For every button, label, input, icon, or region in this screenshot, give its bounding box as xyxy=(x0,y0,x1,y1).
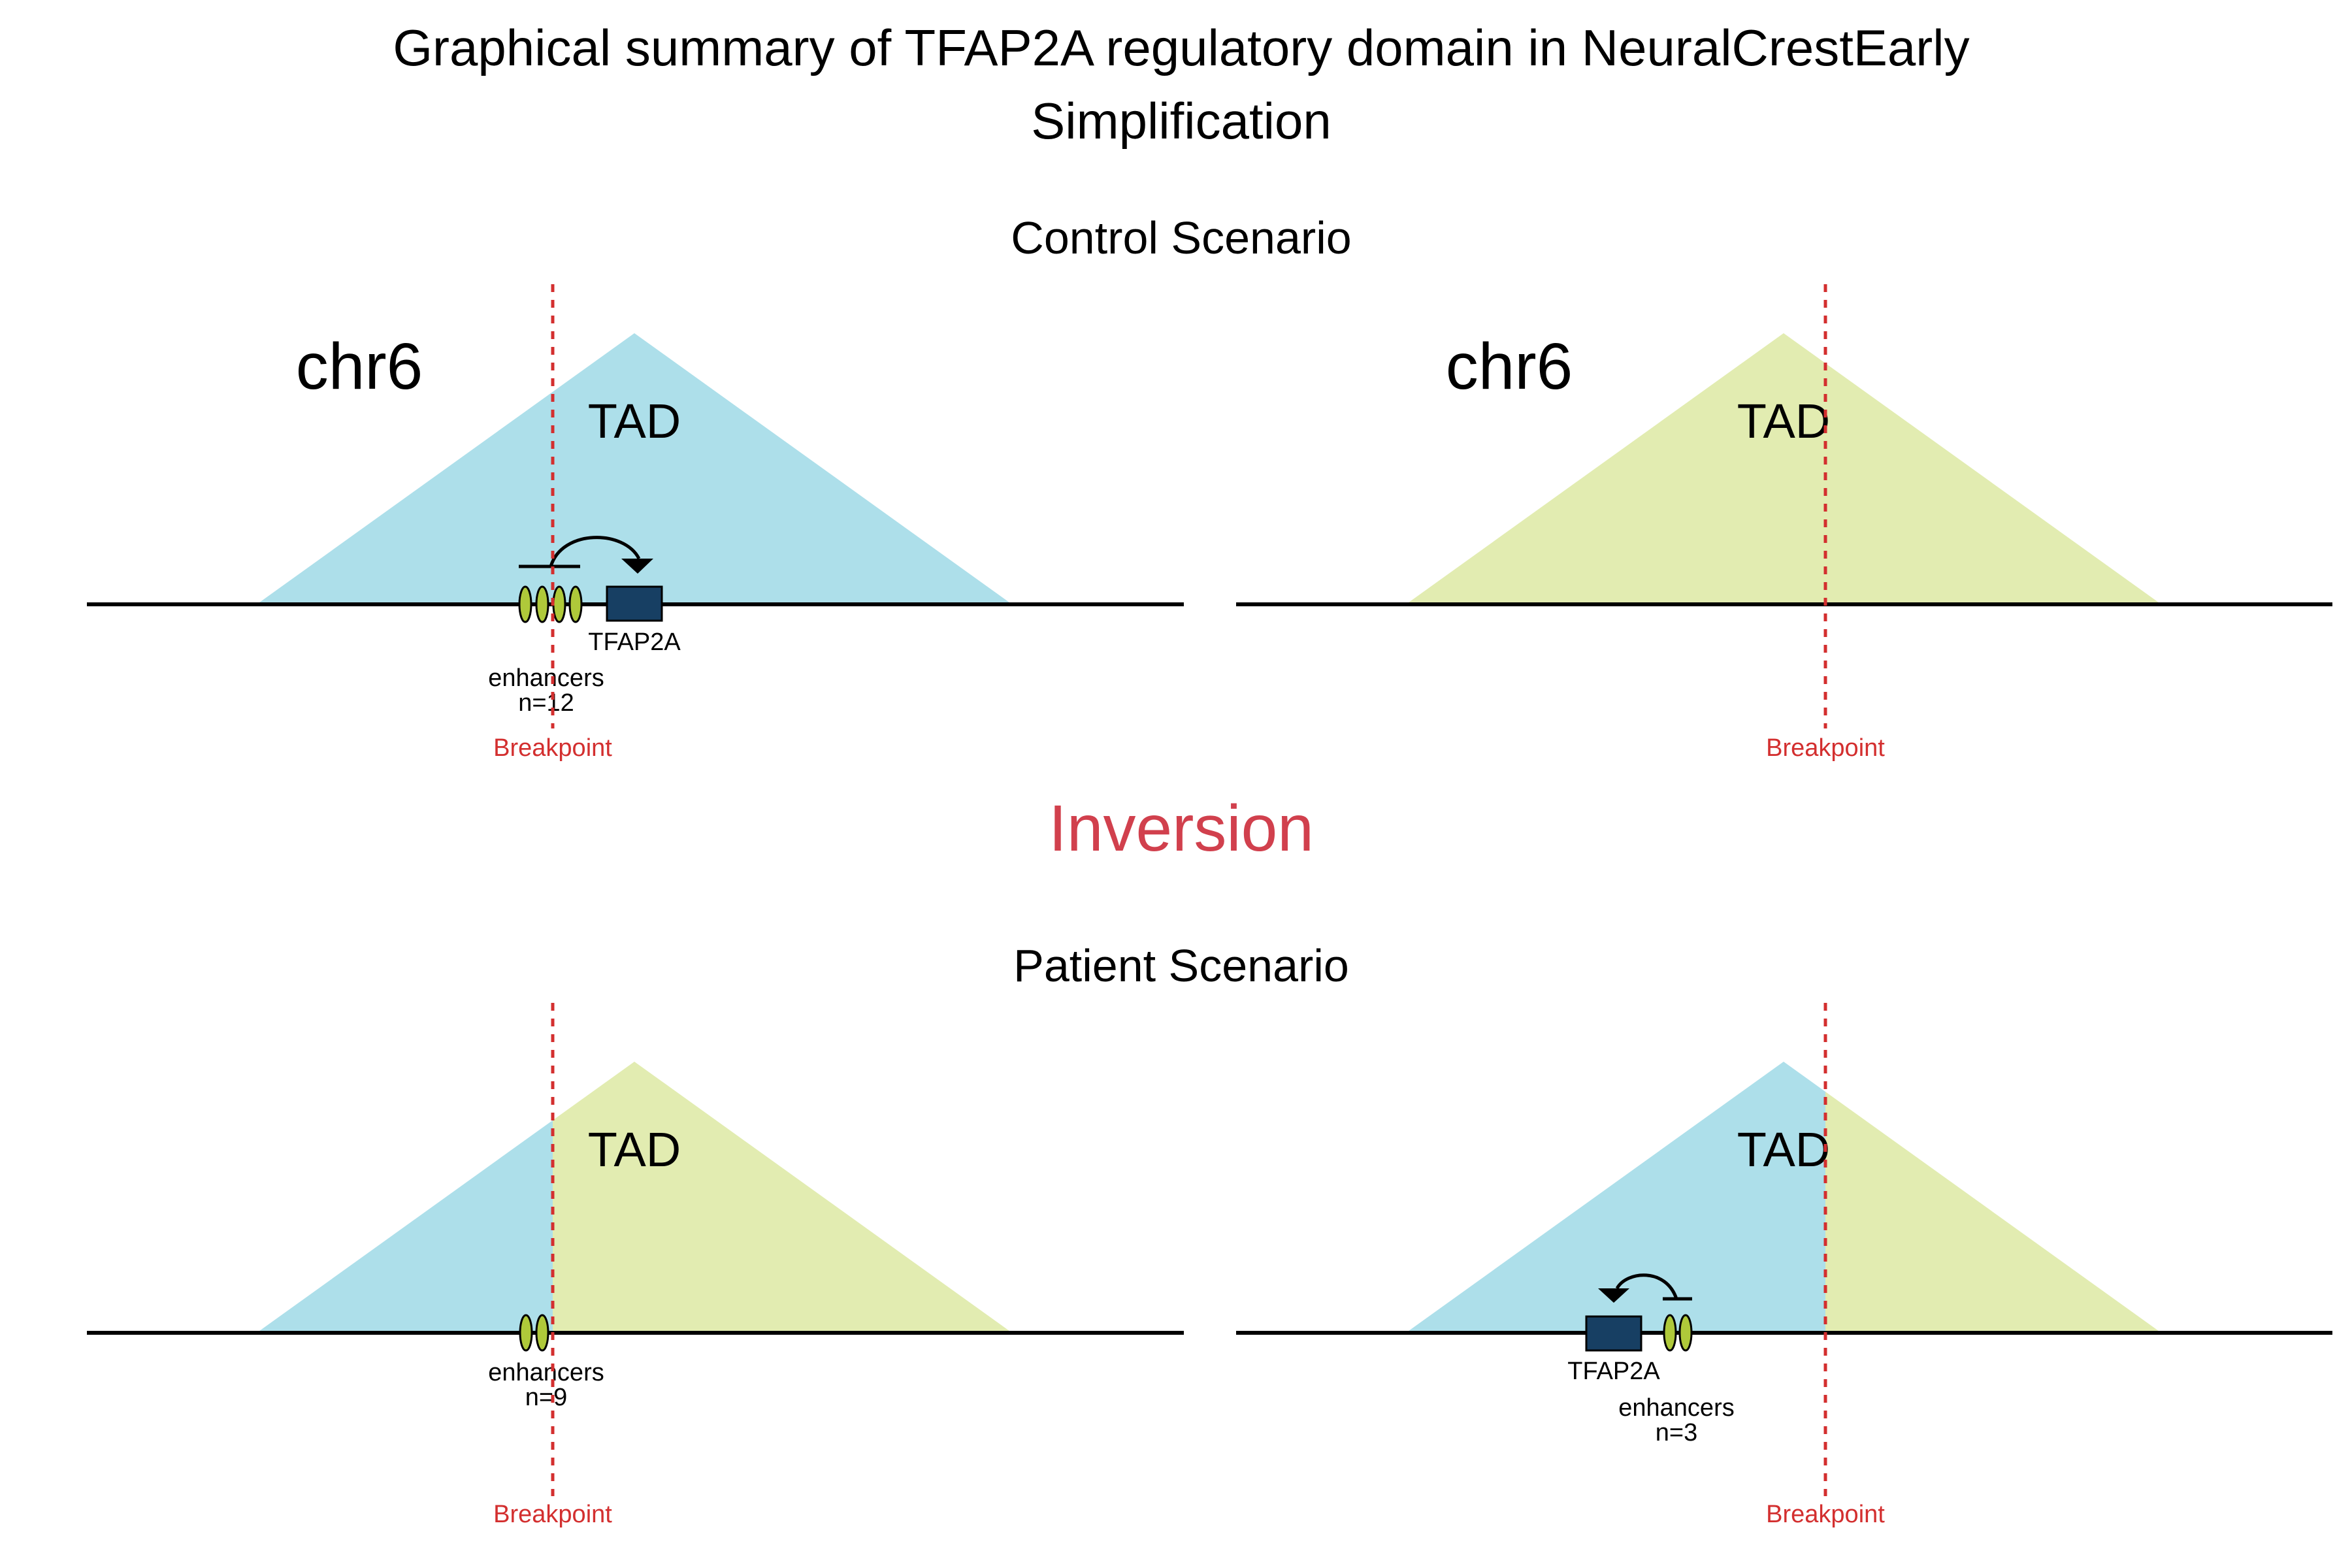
control-heading: Control Scenario xyxy=(1011,212,1351,263)
gene-label: TFAP2A xyxy=(1567,1358,1660,1385)
inversion-label: Inversion xyxy=(1049,792,1314,865)
control-left-panel: chr6 TAD TFAP2A enhancers n=12 Breakpoin… xyxy=(87,284,1184,762)
patient-left-panel: TAD enhancers n=9 Breakpoint xyxy=(87,1003,1184,1528)
tad-triangle-blue-part xyxy=(257,1120,553,1333)
patient-right-panel: TAD TFAP2A enhancers n=3 Breakpoint xyxy=(1236,1003,2332,1528)
breakpoint-label: Breakpoint xyxy=(1766,734,1885,762)
tad-triangle xyxy=(1406,333,2161,604)
patient-heading: Patient Scenario xyxy=(1013,940,1349,991)
gene-box xyxy=(606,585,663,622)
enhancer-mark xyxy=(519,1314,533,1352)
tad-label: TAD xyxy=(588,1122,681,1177)
tad-triangle-green-part xyxy=(553,1062,1012,1333)
enhancer-cluster xyxy=(518,585,583,623)
enhancer-cluster xyxy=(1663,1314,1693,1352)
breakpoint-label: Breakpoint xyxy=(1766,1501,1885,1528)
breakpoint-label: Breakpoint xyxy=(493,1501,612,1528)
enhancer-mark xyxy=(568,585,583,623)
gene-label: TFAP2A xyxy=(588,629,681,656)
enhancers-count: n=9 xyxy=(525,1384,567,1411)
chrom-label: chr6 xyxy=(296,330,423,403)
enhancer-mark xyxy=(518,585,532,623)
chrom-label: chr6 xyxy=(1446,330,1573,403)
enhancers-label: enhancers xyxy=(1618,1394,1734,1422)
enhancer-mark xyxy=(1678,1314,1693,1352)
tad-triangle xyxy=(257,333,1012,604)
enhancer-cluster xyxy=(519,1314,549,1352)
tad-triangle-green-part xyxy=(1825,1091,2161,1333)
enhancers-count: n=3 xyxy=(1656,1419,1697,1446)
enhancer-mark xyxy=(1663,1314,1677,1352)
main-title-line1: Graphical summary of TFAP2A regulatory d… xyxy=(393,19,1969,76)
tad-triangle-blue-part xyxy=(1406,1062,1825,1333)
enhancers-label: enhancers xyxy=(488,664,604,692)
tad-label: TAD xyxy=(588,394,681,448)
gene-box xyxy=(1585,1315,1642,1352)
enhancer-mark xyxy=(535,585,549,623)
breakpoint-label: Breakpoint xyxy=(493,734,612,762)
enhancer-mark xyxy=(535,1314,549,1352)
regulation-arrow-icon xyxy=(519,536,653,574)
control-right-panel: chr6 TAD Breakpoint xyxy=(1236,284,2332,762)
enhancers-count: n=12 xyxy=(518,689,574,717)
tad-label: TAD xyxy=(1737,1122,1831,1177)
enhancers-label: enhancers xyxy=(488,1359,604,1386)
main-title-line2: Simplification xyxy=(1031,92,1331,150)
regulation-arrow-icon xyxy=(1598,1273,1692,1303)
tad-label: TAD xyxy=(1737,394,1831,448)
enhancer-mark xyxy=(552,585,566,623)
